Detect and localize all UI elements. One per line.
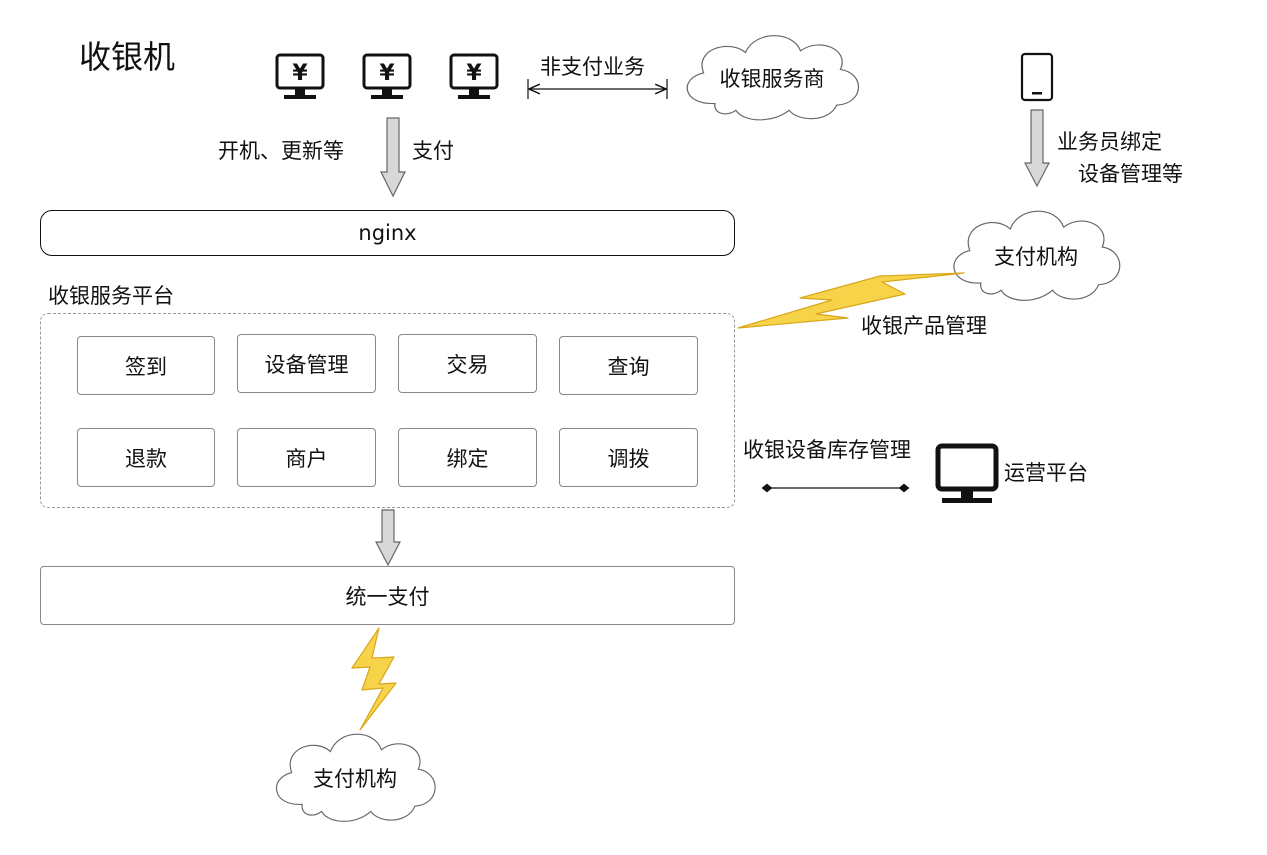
label-salesman-binding: 业务员绑定	[1057, 130, 1162, 154]
cloud-label-payment-institution-bottom: 支付机构	[313, 767, 397, 791]
module-refund: 退款	[77, 428, 215, 487]
module-transfer: 调拨	[559, 428, 698, 487]
cloud-label-service-provider: 收银服务商	[719, 67, 825, 91]
page-title: 收银机	[79, 38, 176, 76]
nginx-box: nginx	[40, 210, 735, 256]
yen-terminal-icon: ¥	[449, 53, 499, 99]
service-platform-container	[40, 313, 735, 508]
label-non-payment: 非支付业务	[540, 55, 645, 79]
yen-symbol: ¥	[466, 61, 482, 86]
module-device-management: 设备管理	[237, 334, 376, 393]
label-platform-name: 收银服务平台	[48, 284, 174, 308]
monitor-icon	[935, 443, 999, 503]
module-merchant: 商户	[237, 428, 376, 487]
yen-symbol: ¥	[379, 61, 395, 86]
yen-terminal-icon: ¥	[362, 53, 412, 99]
module-transaction: 交易	[398, 334, 537, 393]
label-product-mgmt: 收银产品管理	[861, 314, 987, 338]
yen-terminal-icon: ¥	[275, 53, 325, 99]
down-arrow-platform	[375, 509, 401, 567]
label-boot-update: 开机、更新等	[218, 139, 344, 163]
yen-symbol: ¥	[292, 61, 308, 86]
label-inventory-mgmt: 收银设备库存管理	[743, 438, 911, 462]
label-device-mgmt-etc: 设备管理等	[1078, 162, 1183, 186]
down-arrow-phone	[1024, 109, 1050, 188]
unified-payment-box: 统一支付	[40, 566, 735, 625]
module-query: 查询	[559, 336, 698, 395]
module-binding: 绑定	[398, 428, 537, 487]
lightning-icon	[737, 272, 965, 329]
mobile-phone-icon	[1020, 52, 1054, 102]
down-arrow-terminals	[380, 117, 406, 198]
module-sign-in: 签到	[77, 336, 215, 395]
label-payment: 支付	[412, 139, 454, 163]
label-ops-platform: 运营平台	[1004, 461, 1088, 485]
cloud-label-payment-institution-top: 支付机构	[994, 245, 1078, 269]
lightning-icon	[351, 627, 397, 731]
